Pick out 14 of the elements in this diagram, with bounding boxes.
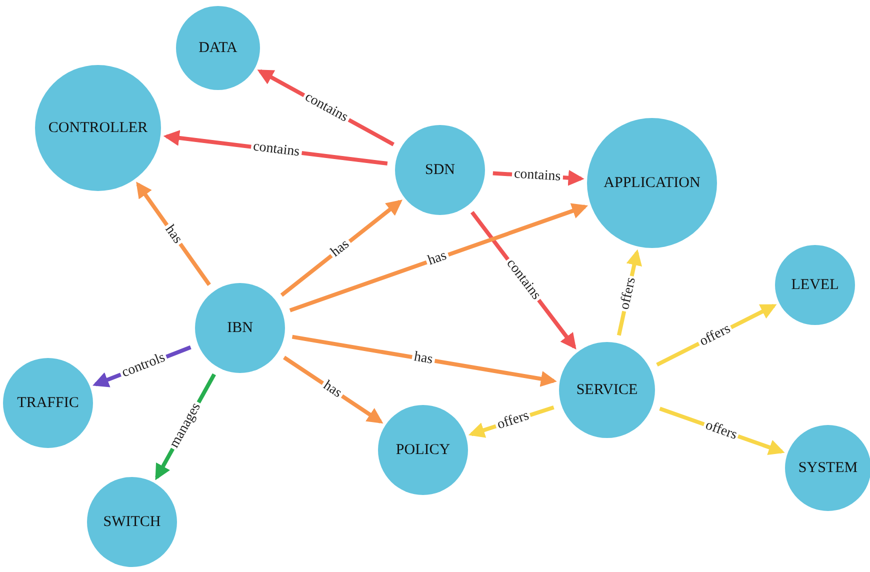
node-label: DATA [198,40,238,56]
node-label: SYSTEM [798,460,858,476]
node-label: SDN [424,162,455,178]
node-label: SERVICE [576,382,638,398]
node-label: IBN [227,320,253,336]
arrow [292,334,557,387]
arrow [280,200,402,297]
arrow [289,203,588,312]
node-label: APPLICATION [604,174,700,192]
node-label: POLICY [396,442,450,458]
node-label: LEVEL [791,276,839,294]
node-label: CONTROLLER [48,120,148,136]
node-label: TRAFFIC [17,394,79,412]
node-label: SWITCH [103,514,161,530]
